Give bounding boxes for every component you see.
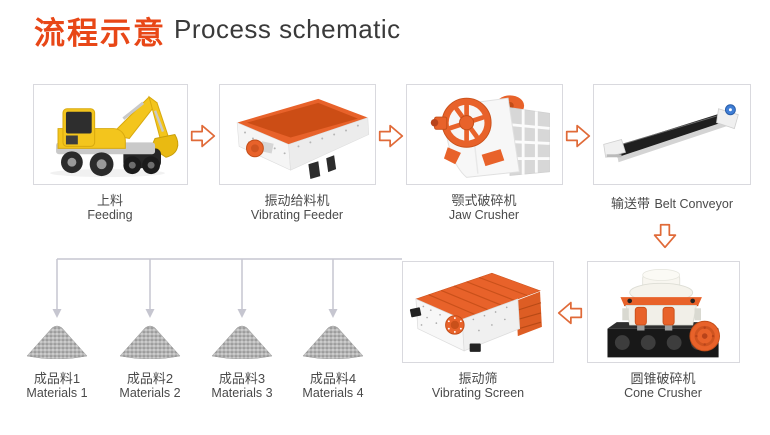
flow-arrow-right-icon [378,124,404,148]
stage-label-vibrating-feeder: 振动给料机 Vibrating Feeder [217,193,377,223]
material-label-en: Materials 1 [26,386,88,400]
stage-label-zh: 输送带 [611,196,651,211]
stage-label-cone-crusher: 圆锥破碎机 Cone Crusher [583,371,743,401]
vibrating-feeder-image-box [219,84,376,185]
stage-label-en: Jaw Crusher [448,208,520,222]
feeding-image-box [33,84,188,185]
vibrating-screen-illustration [409,272,542,352]
flow-arrow-right-icon [565,124,591,148]
material-label-zh: 成品料2 [126,371,174,386]
stage-label-belt-conveyor: 输送带 Belt Conveyor [582,196,762,212]
stage-label-zh: 圆锥破碎机 [630,371,696,386]
material-label-zh: 成品料1 [33,371,81,386]
stage-label-en: Vibrating Feeder [250,208,344,222]
material-pile-3 [211,325,273,359]
belt-conveyor-illustration [603,104,739,163]
material-label-4: 成品料4 Materials 4 [283,371,383,401]
material-label-en: Materials 2 [119,386,181,400]
stage-label-en: Cone Crusher [624,386,702,400]
material-label-zh: 成品料4 [309,371,357,386]
page-title-en: Process schematic [174,14,401,44]
stage-label-en: Feeding [87,208,133,222]
material-pile-4 [302,325,364,359]
excavator-illustration [50,95,179,178]
stage-label-en: Vibrating Screen [431,386,525,400]
material-label-2: 成品料2 Materials 2 [100,371,200,401]
jaw-crusher-illustration [430,95,550,178]
stage-label-en: Belt Conveyor [654,197,733,211]
stage-label-zh: 振动给料机 [264,193,330,208]
flow-arrow-left-icon [557,301,583,325]
vibrating-feeder-illustration [236,98,370,180]
cone-crusher-image-box [587,261,740,363]
vibrating-screen-image-box [402,261,554,363]
stage-label-vibrating-screen: 振动筛 Vibrating Screen [398,371,558,401]
jaw-crusher-image-box [406,84,563,185]
material-pile-1 [26,325,88,359]
stage-label-jaw-crusher: 颚式破碎机 Jaw Crusher [404,193,564,223]
flow-arrow-down-icon [653,223,677,249]
material-label-3: 成品料3 Materials 3 [192,371,292,401]
material-label-en: Materials 4 [302,386,364,400]
belt-conveyor-image-box [593,84,751,185]
material-label-1: 成品料1 Materials 1 [7,371,107,401]
material-label-en: Materials 3 [211,386,273,400]
page-title-zh: 流程示意 [34,16,166,51]
stage-label-zh: 振动筛 [458,371,498,386]
stage-label-zh: 上料 [96,193,123,208]
flow-arrow-right-icon [190,124,216,148]
cone-crusher-illustration [607,269,720,358]
material-split-connector [52,258,402,318]
stage-label-feeding: 上料 Feeding [30,193,190,223]
material-label-zh: 成品料3 [218,371,266,386]
stage-label-zh: 颚式破碎机 [451,193,517,208]
material-pile-2 [119,325,181,359]
